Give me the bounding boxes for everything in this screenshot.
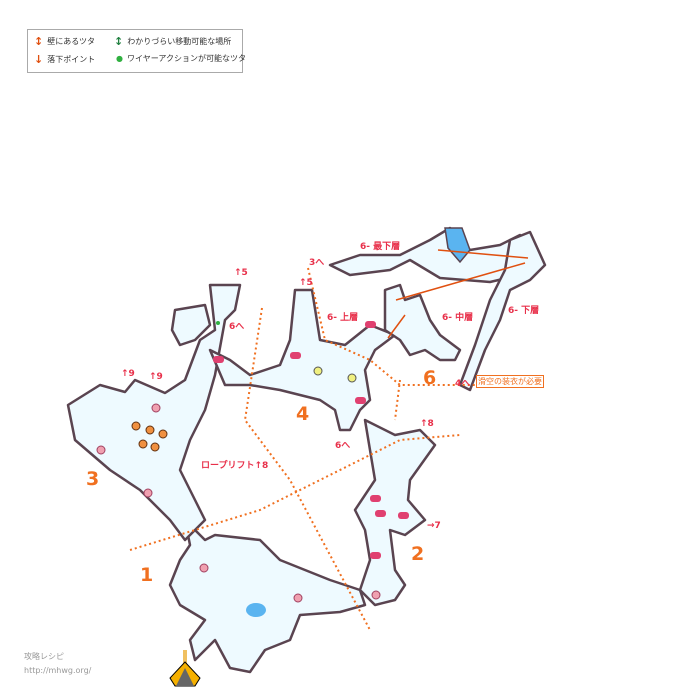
double-arrow-orange-icon: ↕ (34, 35, 44, 48)
exit-label: 6へ (335, 441, 351, 451)
monster-icon (138, 439, 148, 449)
gathering-point (96, 445, 106, 455)
gathering-point (143, 488, 153, 498)
gathering-point (371, 590, 381, 600)
rope-lift-label: ロープリフト↑8 (201, 461, 269, 471)
exit-label: ↑5 (299, 278, 313, 288)
area-number-4: 4 (296, 403, 310, 425)
gathering-point (151, 403, 161, 413)
gathering-point (199, 563, 209, 573)
exit-label: ↑9 (149, 372, 163, 382)
layer-label: 6- 中層 (442, 313, 474, 323)
route-line (394, 379, 401, 421)
credit-site: 攻略レシピ (24, 652, 64, 661)
water-pool (444, 227, 471, 264)
area-number-3: 3 (86, 468, 100, 490)
layer-label: 6- 上層 (327, 313, 359, 323)
legend-label: 壁にあるツタ (47, 37, 96, 46)
legend-label: 落下ポイント (47, 55, 96, 64)
monster-icon (158, 429, 168, 439)
map-legend: ↕壁にあるツタ ↓落下ポイント ↕わかりづらい移動可能な場所 ●ワイヤーアクショ… (27, 29, 247, 73)
mining-node (213, 356, 224, 363)
area-6-middle-floor (383, 283, 462, 362)
mining-node (355, 397, 366, 404)
bug-node (347, 373, 357, 383)
mining-node (375, 510, 386, 517)
mining-node (370, 552, 381, 559)
credit-url: http://mhwg.org/ (24, 666, 92, 675)
exit-label: ↑8 (420, 419, 434, 429)
vine-link (387, 314, 406, 339)
monster-icon (150, 442, 160, 452)
vine-link (437, 249, 529, 259)
exit-label: ↑9 (121, 369, 135, 379)
monster-icon (145, 425, 155, 435)
area-number-1: 1 (140, 564, 154, 586)
green-dot-icon: ● (116, 54, 123, 63)
exit-label: →7 (427, 521, 441, 531)
exit-label: ↑5 (234, 268, 248, 278)
bug-node (313, 366, 323, 376)
glide-mantle-note: 滑空の装衣が必要 (476, 375, 544, 388)
route-line (243, 307, 371, 631)
area-1-floor (168, 518, 367, 674)
exit-label: 3へ (309, 258, 325, 268)
vine-link (395, 262, 526, 301)
mining-node (370, 495, 381, 502)
wire-vine-dot (216, 321, 220, 325)
area-3-floor (66, 283, 242, 542)
area-4-floor (208, 288, 397, 432)
camp-tent-icon (169, 650, 201, 687)
area-number-2: 2 (411, 543, 425, 565)
down-arrow-orange-icon: ↓ (34, 53, 44, 66)
legend-label: わかりづらい移動可能な場所 (127, 37, 232, 46)
area-6-lower-floor (458, 230, 547, 392)
area-2-floor (353, 418, 437, 607)
mining-node (365, 321, 376, 328)
area-3-upper-floor (170, 303, 212, 347)
monster-icon (131, 421, 141, 431)
water-pond (246, 603, 266, 617)
legend-label: ワイヤーアクションが可能なツタ (126, 54, 247, 63)
layer-label: 6- 最下層 (360, 242, 401, 252)
gathering-point (293, 593, 303, 603)
mining-node (290, 352, 301, 359)
exit-label: 4へ (455, 379, 471, 389)
double-arrow-green-icon: ↕ (114, 35, 124, 48)
area-number-6: 6 (423, 367, 437, 389)
mining-node (398, 512, 409, 519)
exit-label: 6へ (229, 322, 245, 332)
layer-label: 6- 下層 (508, 306, 540, 316)
